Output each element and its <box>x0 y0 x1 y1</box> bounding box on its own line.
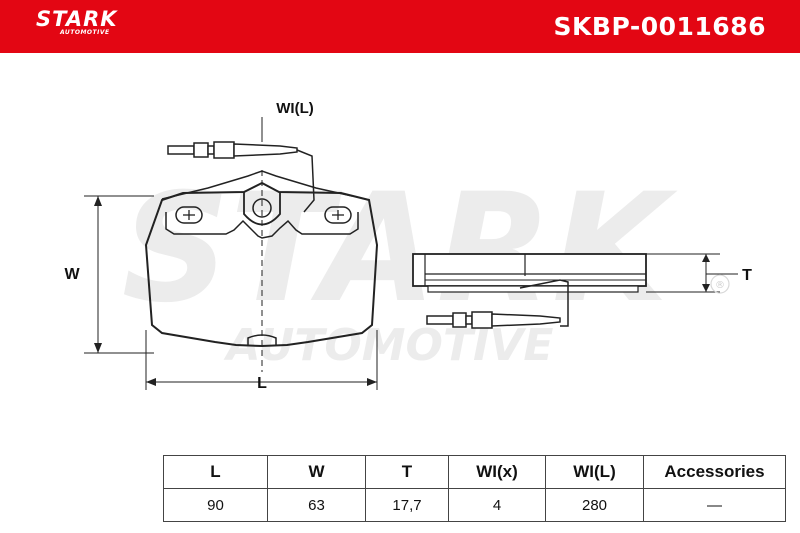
spec-header-w: W <box>267 455 366 489</box>
label-length: L <box>257 375 267 392</box>
registered-mark: ® <box>715 280 725 291</box>
side-wear-wire <box>519 279 569 327</box>
side-wear-connector <box>426 311 561 329</box>
spec-header-wix: WI(x) <box>448 455 546 489</box>
spec-header-l: L <box>163 455 268 489</box>
spec-header-accessories: Accessories <box>643 455 786 489</box>
slot-left <box>175 206 203 224</box>
header-bar: STARK AUTOMOTIVE SKBP-0011686 <box>0 0 800 53</box>
spec-value-accessories: — <box>643 488 786 522</box>
label-width: W <box>64 266 80 283</box>
brake-pad-diagram: STARK AUTOMOTIVE WI(L) W L <box>64 100 752 392</box>
slot-right <box>324 206 352 224</box>
center-hole <box>252 198 272 218</box>
spec-header-t: T <box>365 455 449 489</box>
label-wear-indicator: WI(L) <box>276 100 313 117</box>
wear-indicator-connector <box>167 141 298 159</box>
spec-value-wil: 280 <box>545 488 644 522</box>
spec-value-t: 17,7 <box>365 488 449 522</box>
spec-value-row: 90 63 17,7 4 280 — <box>163 488 786 522</box>
wear-indicator-wire <box>296 149 315 213</box>
label-thickness: T <box>742 267 752 284</box>
brand-subtitle: AUTOMOTIVE <box>60 29 110 36</box>
watermark-main: STARK <box>122 162 678 336</box>
spec-header-row: L W T WI(x) WI(L) Accessories <box>163 455 786 489</box>
brand-name: STARK <box>36 7 118 31</box>
spec-header-wil: WI(L) <box>545 455 644 489</box>
side-view-pad <box>412 253 647 287</box>
spec-value-wix: 4 <box>448 488 546 522</box>
side-view-backing <box>427 285 639 293</box>
spec-table: L W T WI(x) WI(L) Accessories 90 63 17,7… <box>163 455 786 522</box>
brand-logo: STARK AUTOMOTIVE <box>36 8 118 36</box>
spec-value-l: 90 <box>163 488 268 522</box>
part-number: SKBP-0011686 <box>553 12 766 41</box>
registered-mark-circle <box>710 274 730 294</box>
pad-friction-material <box>165 212 359 239</box>
spec-value-w: 63 <box>267 488 366 522</box>
